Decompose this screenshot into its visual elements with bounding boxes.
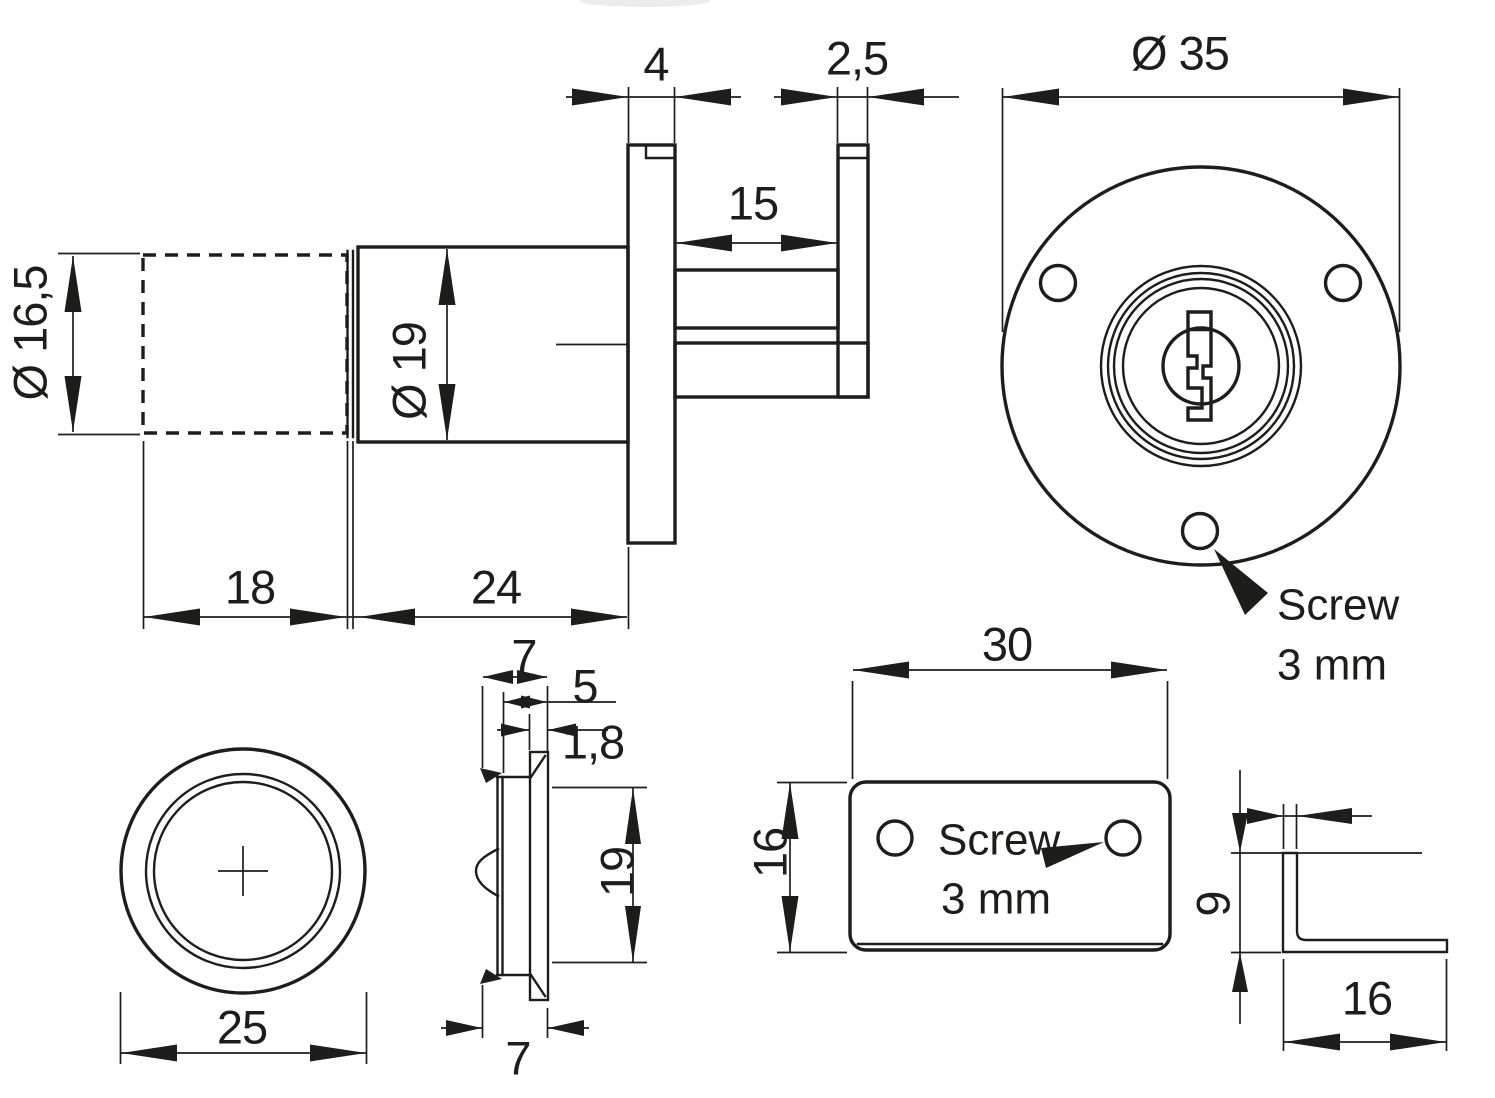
cap-side-view: 7 5 1,8 19	[441, 630, 647, 1085]
dim-body-diameter: Ø 19	[383, 249, 456, 440]
screw-note-line2: 3 mm	[941, 875, 1051, 924]
dim-face-thickness: 1,8	[497, 714, 625, 769]
dim-flange-diameter: Ø 35	[1001, 27, 1401, 332]
screw-annotation-plate: Screw 3 mm	[938, 816, 1104, 924]
dim-label-overall-depth-bottom: 7	[505, 1032, 530, 1085]
screw-hole-top-left	[1038, 263, 1078, 303]
dim-label-overall-depth: 7	[511, 630, 536, 683]
dim-skirt-diameter: 19	[552, 786, 647, 964]
cap-front-view: 25	[119, 747, 368, 1064]
bracket-view: 9 16	[1187, 770, 1449, 1051]
screw-note-line1: Screw	[1277, 581, 1399, 630]
dim-overall-depth: 7	[481, 630, 549, 768]
flange-face-circle	[1000, 165, 1402, 567]
dim-label-cap-diameter: 25	[217, 1001, 267, 1054]
dim-lengths: 18 24	[142, 441, 630, 629]
dim-bracket-leg-height: 9	[1187, 770, 1248, 1024]
dim-bracket-thickness	[1243, 804, 1372, 849]
screw-annotation-front: Screw 3 mm	[1214, 549, 1399, 690]
keyway-icon	[1186, 310, 1213, 422]
dim-label-flange-diameter: Ø 35	[1131, 27, 1229, 80]
strike-plate-view: 30 16 Screw 3 mm	[744, 618, 1172, 954]
screw-hole-top-right	[1323, 263, 1363, 303]
clip-barb-bottom	[480, 969, 502, 984]
dim-label-latch-plate-thickness: 2,5	[826, 32, 888, 85]
dim-nose-diameter: Ø 16,5	[4, 252, 140, 436]
spring-clip-bump	[474, 847, 500, 898]
screw-hole-bottom	[1180, 511, 1220, 551]
dim-overall-depth-bottom: 7	[441, 985, 589, 1085]
dim-label-bracket-leg-height: 9	[1187, 891, 1240, 916]
dim-label-bracket-leg-length: 16	[1342, 972, 1392, 1025]
clip-barb-top	[480, 768, 502, 783]
artifact-smudge	[580, 0, 710, 7]
dim-label-skirt-depth: 5	[572, 660, 597, 713]
dim-bracket-leg-length: 16	[1282, 959, 1448, 1051]
dim-label-body-length: 24	[471, 561, 521, 614]
lock-nose-hidden-outline	[141, 253, 349, 435]
dim-flange-thickness: 4	[566, 38, 741, 143]
plate-hole-left	[876, 819, 914, 857]
leader-arrow-icon	[1214, 549, 1268, 615]
dim-label-latch-reach: 15	[728, 177, 778, 230]
dim-latch-reach: 15	[676, 177, 837, 252]
cap-face-plate	[528, 750, 550, 1002]
dim-cap-diameter: 25	[119, 992, 368, 1064]
dim-label-plate-width: 30	[982, 618, 1032, 671]
dim-label-plate-height: 16	[744, 828, 797, 878]
dim-latch-plate-thickness: 2,5	[774, 32, 959, 143]
dim-plate-width: 30	[851, 618, 1169, 779]
lock-flange-outline	[626, 143, 677, 545]
dim-label-face-thickness: 1,8	[562, 716, 624, 769]
dim-plate-height: 16	[744, 781, 847, 954]
dim-label-nose-length: 18	[225, 561, 275, 614]
cap-outer-circle	[119, 747, 367, 995]
dim-label-body-diameter: Ø 19	[383, 322, 436, 420]
lock-front-view: Ø 35 Screw 3 mm	[1000, 27, 1402, 690]
screw-note-line1: Screw	[938, 816, 1060, 865]
screw-note-line2: 3 mm	[1277, 641, 1387, 690]
bracket-outline	[1281, 851, 1449, 954]
dim-label-skirt-diameter: 19	[591, 847, 644, 897]
dim-label-nose-diameter: Ø 16,5	[4, 265, 57, 400]
strike-plate-outline	[848, 780, 1172, 952]
latch-plate	[836, 143, 870, 399]
plate-hole-right	[1104, 819, 1142, 857]
leader-arrow-icon	[1041, 842, 1104, 868]
latch-upper-bar	[673, 268, 840, 330]
lock-side-view: Ø 16,5 Ø 19 4 2,5	[4, 32, 959, 629]
dim-label-flange-thickness: 4	[643, 38, 668, 91]
